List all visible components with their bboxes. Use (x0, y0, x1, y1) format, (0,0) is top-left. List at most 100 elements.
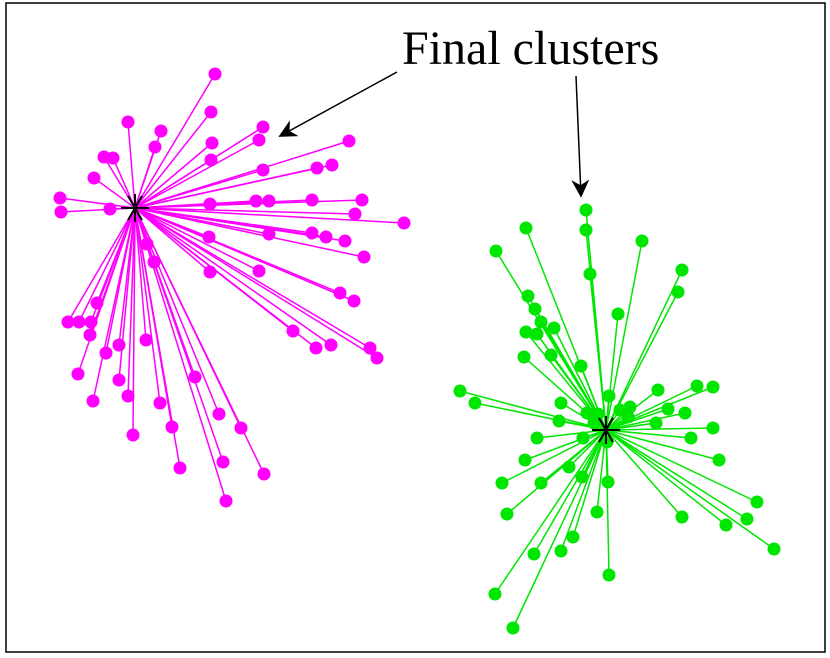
cluster-spoke (605, 429, 758, 503)
data-point (635, 234, 649, 248)
data-point (256, 120, 270, 134)
cluster-spoke (134, 207, 355, 302)
data-point (500, 507, 514, 521)
data-point (530, 327, 544, 341)
data-point (173, 461, 187, 475)
cluster-spoke (589, 273, 607, 431)
cluster-spoke (78, 207, 136, 323)
cluster-spoke (118, 207, 136, 381)
data-point (453, 384, 467, 398)
data-point (204, 105, 218, 119)
cluster-spoke (134, 146, 156, 209)
data-point (112, 373, 126, 387)
data-point (750, 495, 764, 509)
data-point (208, 67, 222, 81)
data-point (252, 264, 266, 278)
clusters-layer (53, 67, 781, 635)
data-point (575, 470, 589, 484)
data-point (587, 416, 601, 430)
data-point (517, 350, 531, 364)
data-point (521, 289, 535, 303)
data-point (611, 307, 625, 321)
data-point (53, 191, 67, 205)
data-point (147, 255, 161, 269)
data-point (574, 359, 588, 373)
data-point (121, 115, 135, 129)
data-point (342, 134, 356, 148)
data-point (651, 383, 665, 397)
data-point (219, 494, 233, 508)
cluster-spoke (605, 429, 692, 439)
data-point (357, 250, 371, 264)
data-point (767, 542, 781, 556)
data-point (519, 325, 533, 339)
data-point (257, 467, 271, 481)
cluster-spoke (134, 207, 161, 404)
data-point (579, 203, 593, 217)
data-point (252, 133, 266, 147)
data-point (204, 153, 218, 167)
data-point (706, 380, 720, 394)
data-point (534, 476, 548, 490)
data-point (675, 263, 689, 277)
data-point (678, 406, 692, 420)
data-point (547, 321, 561, 335)
data-point (621, 410, 635, 424)
data-point (623, 400, 637, 414)
data-point (140, 237, 154, 251)
data-point (165, 420, 179, 434)
cluster-spoke (605, 408, 669, 431)
cluster-spoke (134, 207, 356, 215)
cluster-spoke (134, 159, 212, 209)
data-point (554, 396, 568, 410)
cluster-spoke (134, 207, 224, 463)
cluster-spoke (134, 207, 332, 346)
cluster-spoke (134, 207, 378, 359)
data-point (363, 341, 377, 355)
data-point (506, 621, 520, 635)
data-point (72, 315, 86, 329)
cluster-spoke (533, 429, 607, 555)
cluster-spoke (134, 139, 260, 209)
data-point (719, 518, 733, 532)
cluster-spoke (605, 429, 748, 520)
data-point (212, 407, 226, 421)
data-point (203, 197, 217, 211)
data-point (348, 207, 362, 221)
cluster-magenta (53, 67, 411, 508)
data-point (202, 230, 216, 244)
arrow-to-magenta-cluster (278, 71, 398, 137)
data-point (675, 510, 689, 524)
cluster-center-marker (121, 194, 149, 222)
cluster-spoke (134, 111, 212, 209)
data-point (489, 244, 503, 258)
data-point (397, 216, 411, 230)
data-point (333, 286, 347, 300)
cluster-spoke (459, 390, 607, 431)
data-point (103, 202, 117, 216)
data-point (188, 370, 202, 384)
data-point (554, 544, 568, 558)
data-point (661, 402, 675, 416)
data-point (99, 346, 113, 360)
data-point (305, 193, 319, 207)
cluster-spoke (134, 207, 365, 258)
cluster-spoke (134, 142, 213, 209)
cluster-spoke (92, 207, 136, 402)
cluster-spoke (605, 385, 698, 431)
data-point (310, 161, 324, 175)
cluster-spoke (524, 429, 607, 461)
data-point (54, 205, 68, 219)
data-point (370, 351, 384, 365)
data-point (148, 140, 162, 154)
cluster-spoke (134, 167, 318, 209)
data-point (544, 348, 558, 362)
figure-border (5, 2, 826, 653)
data-point (468, 396, 482, 410)
cluster-spoke (77, 207, 136, 375)
data-point (97, 150, 111, 164)
data-point (590, 505, 604, 519)
cluster-spoke (605, 429, 775, 550)
cluster-spoke (59, 197, 136, 209)
data-point (530, 431, 544, 445)
